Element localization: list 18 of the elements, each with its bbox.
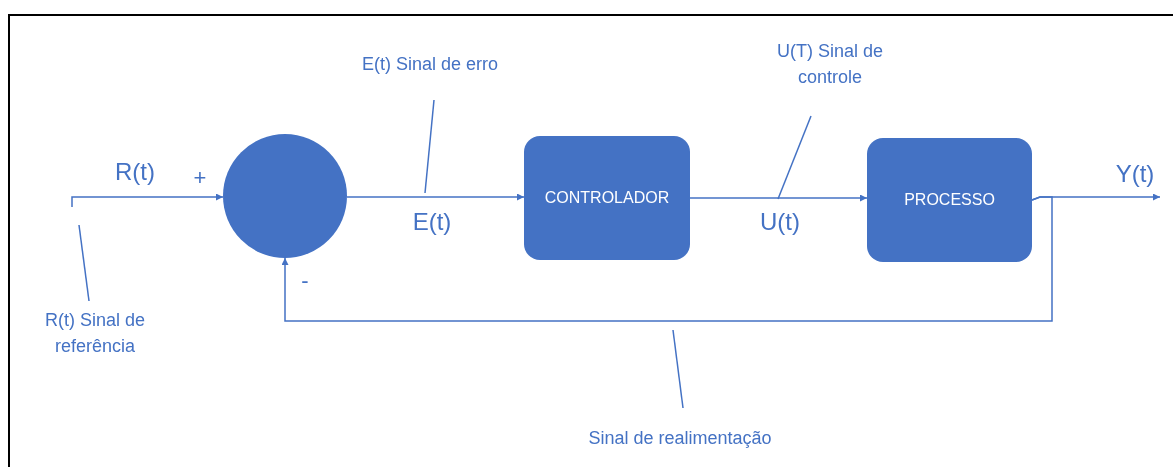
annotation-text: U(T) Sinal de controle [776, 40, 884, 89]
process-box [867, 138, 1032, 262]
arrow [281, 196, 1053, 322]
arrow [346, 193, 525, 201]
block-label: PROCESSO [904, 190, 995, 210]
annotation-text: E(t) Sinal de erro [361, 53, 499, 76]
annotation-text: Sinal de realimentação [588, 427, 772, 450]
sign-label: - [301, 266, 309, 295]
leader-line [777, 115, 812, 200]
leader-line [424, 99, 435, 194]
annotation-text: R(t) Sinal de referência [43, 309, 146, 358]
process-box [524, 136, 690, 260]
sign-label: + [193, 163, 207, 192]
leader-line [78, 224, 90, 302]
arrow [689, 194, 868, 202]
leader-line [672, 329, 684, 409]
arrow [71, 193, 224, 208]
block-label: CONTROLADOR [544, 188, 670, 208]
